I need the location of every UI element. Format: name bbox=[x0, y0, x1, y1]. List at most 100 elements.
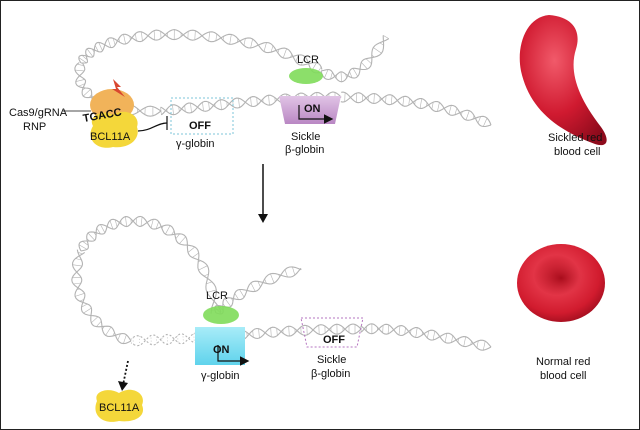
bottom-beta-label-2: β-globin bbox=[311, 368, 350, 380]
top-beta-transcription-arrow bbox=[298, 105, 334, 124]
dna-base-pair bbox=[277, 49, 280, 54]
dna-base-pair bbox=[373, 93, 375, 104]
top-beta-label-2: β-globin bbox=[285, 144, 324, 156]
bottom-lcr-blob bbox=[203, 306, 239, 324]
repression-arrow bbox=[137, 122, 168, 132]
dna-base-pair bbox=[257, 281, 261, 288]
bottom-dna-strand bbox=[71, 215, 492, 351]
dna-base-pair bbox=[74, 69, 85, 72]
dna-base-pair bbox=[465, 110, 470, 121]
normal-red-blood-cell: Normal red blood cell bbox=[517, 244, 605, 382]
dna-base-pair bbox=[123, 34, 126, 45]
dissociation-arrow-head bbox=[118, 381, 128, 391]
bottom-bcl11a-blob bbox=[95, 389, 144, 422]
dna-base-pair bbox=[432, 331, 436, 341]
dna-backbone bbox=[320, 35, 385, 81]
dna-base-pair bbox=[426, 102, 428, 107]
dna-base-pair bbox=[102, 326, 105, 330]
dna-base-pair bbox=[94, 45, 99, 52]
dna-base-pair bbox=[73, 282, 82, 285]
top-bcl11a-label: BCL11A bbox=[90, 131, 131, 143]
dna-base-pair bbox=[361, 62, 368, 70]
dna-base-pair bbox=[239, 289, 245, 298]
dna-base-pair bbox=[290, 53, 293, 58]
dna-base-pair bbox=[365, 58, 372, 65]
dna-base-pair bbox=[161, 225, 164, 229]
dna-base-pair bbox=[387, 324, 389, 334]
dna-base-pair bbox=[105, 326, 112, 336]
dna-base-pair bbox=[345, 74, 347, 79]
dna-base-pair bbox=[419, 98, 422, 109]
dna-base-pair bbox=[373, 47, 382, 54]
top-lcr: LCR bbox=[289, 54, 323, 84]
top-beta-label-1: Sickle bbox=[291, 131, 320, 143]
bottom-beta-globin-box: OFF Sickle β-globin bbox=[300, 317, 364, 380]
dna-base-pair bbox=[250, 38, 253, 48]
dna-base-pair bbox=[340, 71, 342, 82]
dna-base-pair bbox=[86, 48, 94, 57]
dna-base-pair bbox=[203, 273, 209, 277]
dna-base-pair bbox=[404, 327, 406, 335]
dna-base-pair bbox=[129, 36, 131, 40]
dna-base-pair bbox=[460, 111, 463, 116]
dna-base-pair bbox=[229, 34, 232, 45]
bottom-beta-label-1: Sickle bbox=[317, 354, 346, 366]
top-cas9-complex: TGACC BCL11A Cas9/gRNA RNP bbox=[9, 79, 168, 148]
rbc-dimple bbox=[537, 260, 585, 296]
dna-base-pair bbox=[75, 79, 85, 82]
dna-base-pair bbox=[206, 289, 217, 293]
dna-base-pair bbox=[140, 216, 143, 227]
dna-base-pair bbox=[77, 252, 83, 255]
dna-base-pair bbox=[96, 227, 101, 235]
dna-base-pair bbox=[463, 336, 466, 347]
dna-base-pair bbox=[383, 35, 389, 39]
dna-base-pair bbox=[171, 230, 175, 235]
dna-base-pair bbox=[91, 316, 99, 324]
dna-base-pair bbox=[427, 330, 429, 339]
top-beta-globin-box: ON Sickle β-globin bbox=[279, 96, 341, 156]
dna-base-pair bbox=[444, 333, 448, 343]
top-gamma-label: γ-globin bbox=[176, 138, 215, 150]
cas9-label-2: RNP bbox=[23, 121, 46, 133]
dissociation-arrow-line bbox=[122, 360, 129, 386]
dna-backbone bbox=[78, 216, 222, 313]
normal-cell-label-2: blood cell bbox=[540, 370, 586, 382]
dna-base-pair bbox=[193, 333, 195, 343]
dna-base-pair bbox=[81, 303, 88, 308]
dna-base-pair bbox=[476, 340, 479, 348]
top-gamma-state: OFF bbox=[189, 120, 211, 132]
dna-base-pair bbox=[182, 334, 184, 344]
top-gamma-globin-box: OFF γ-globin bbox=[170, 97, 234, 150]
dna-base-pair bbox=[184, 105, 186, 112]
dna-base-pair bbox=[390, 95, 393, 105]
dna-base-pair bbox=[270, 45, 274, 53]
dna-base-pair bbox=[295, 54, 299, 62]
dna-base-pair bbox=[198, 265, 208, 271]
dna-base-pair bbox=[483, 117, 488, 127]
dna-base-pair bbox=[448, 105, 452, 115]
dna-backbone bbox=[360, 323, 492, 348]
down-arrow-head bbox=[258, 214, 268, 223]
dna-base-pair bbox=[75, 293, 85, 297]
dna-base-pair bbox=[76, 288, 80, 290]
dna-base-pair bbox=[379, 42, 384, 46]
dna-base-pair bbox=[194, 30, 196, 40]
dna-backbone bbox=[320, 38, 390, 83]
dna-base-pair bbox=[98, 42, 103, 51]
dna-base-pair bbox=[208, 31, 210, 42]
bottom-beta-state: OFF bbox=[323, 334, 345, 346]
dna-base-pair bbox=[230, 297, 234, 302]
dna-base-pair bbox=[91, 48, 95, 53]
dna-base-pair bbox=[437, 102, 440, 112]
bottom-lcr-label: LCR bbox=[206, 290, 228, 302]
bottom-gamma-label: γ-globin bbox=[201, 370, 240, 382]
dna-base-pair bbox=[215, 33, 217, 41]
bottom-beta-dashed-box bbox=[300, 317, 364, 348]
dna-base-pair bbox=[109, 220, 114, 230]
dna-base-pair bbox=[75, 258, 82, 261]
dna-base-pair bbox=[258, 328, 260, 339]
dna-base-pair bbox=[82, 241, 89, 246]
dna-base-pair bbox=[398, 325, 401, 336]
